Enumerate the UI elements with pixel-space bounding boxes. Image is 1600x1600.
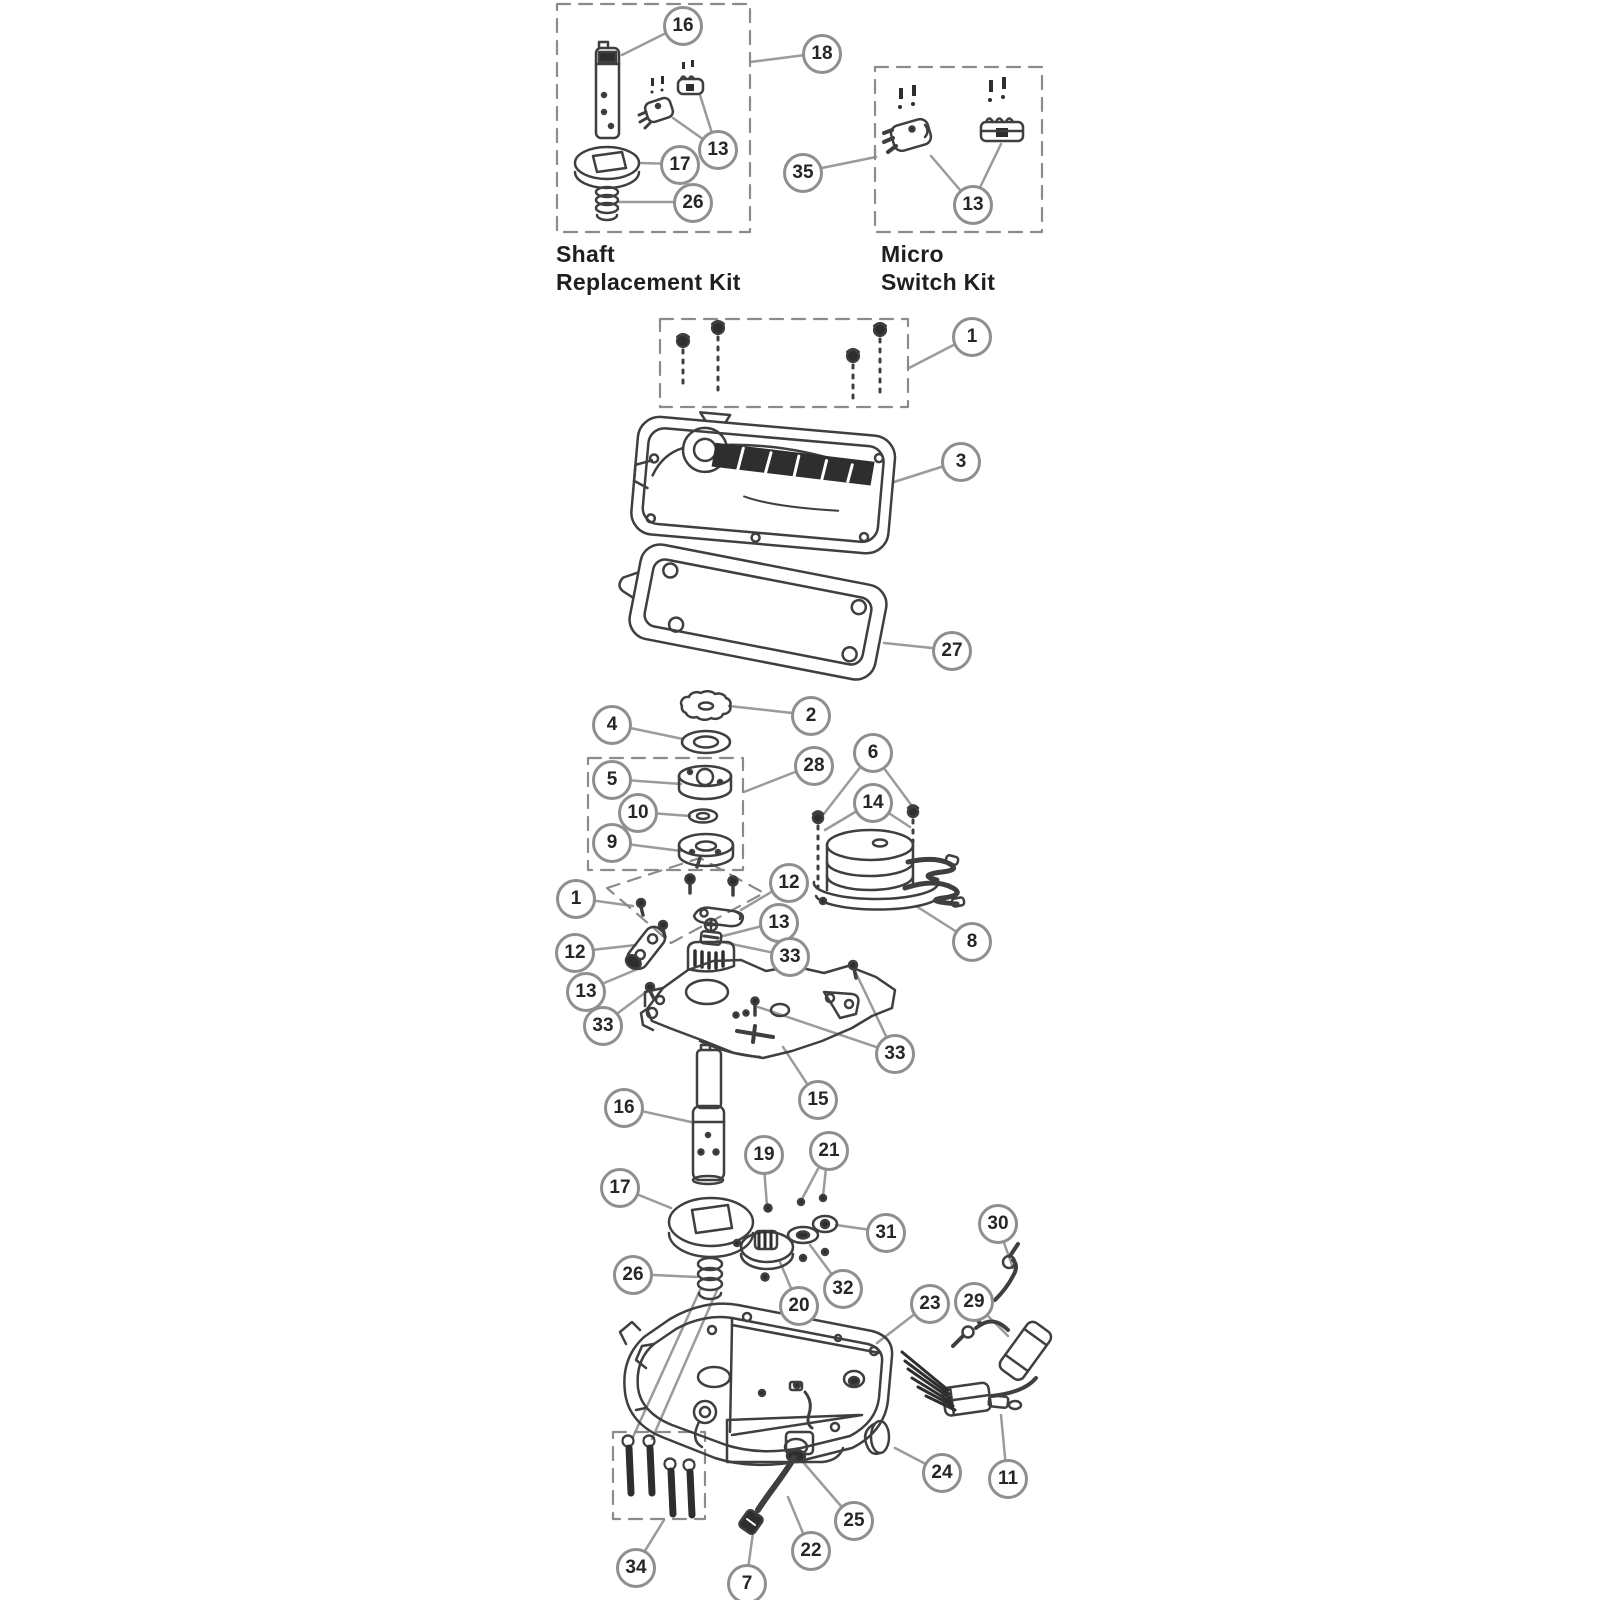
gasket (618, 543, 888, 681)
motor-coil (811, 804, 966, 911)
mounting-bolts (621, 1434, 696, 1519)
callout-33: 33 (770, 937, 810, 977)
callout-11: 11 (988, 1459, 1028, 1499)
micro-kit-box (873, 65, 1044, 234)
bearing-kit-box (586, 756, 745, 872)
shaft-kit-box (555, 2, 752, 234)
callout-12: 12 (769, 863, 809, 903)
screw-set-box (658, 317, 910, 409)
callout-6: 6 (853, 733, 893, 773)
callout-13: 13 (566, 972, 606, 1012)
callout-25: 25 (834, 1501, 874, 1541)
callout-13: 13 (698, 130, 738, 170)
callout-19: 19 (744, 1135, 784, 1175)
callout-22: 22 (791, 1531, 831, 1571)
micro-kit-label: Micro Switch Kit (881, 240, 995, 296)
micro-kit-label-line1: Micro (881, 241, 944, 267)
callout-29: 29 (954, 1282, 994, 1322)
callout-30: 30 (978, 1204, 1018, 1244)
washer (680, 729, 732, 755)
lever-screws-box (605, 856, 766, 945)
callout-21: 21 (809, 1131, 849, 1171)
callout-32: 32 (823, 1269, 863, 1309)
callout-7: 7 (727, 1564, 767, 1600)
side-knob (863, 1419, 891, 1456)
callout-26: 26 (673, 183, 713, 223)
callout-34: 34 (616, 1548, 656, 1588)
callout-31: 31 (866, 1213, 906, 1253)
callout-16: 16 (663, 6, 703, 46)
callout-8: 8 (952, 922, 992, 962)
callout-14: 14 (853, 783, 893, 823)
callout-33: 33 (583, 1006, 623, 1046)
shaft-kit-label-line2: Replacement Kit (556, 269, 741, 295)
callout-17: 17 (660, 145, 700, 185)
micro-kit-parts (882, 77, 1025, 154)
callout-35: 35 (783, 153, 823, 193)
shaft-kit-label-line1: Shaft (556, 241, 615, 267)
base-housing (618, 1302, 894, 1467)
callout-18: 18 (802, 34, 842, 74)
callout-10: 10 (618, 793, 658, 833)
callout-13: 13 (953, 185, 993, 225)
spring (696, 1256, 724, 1301)
callout-2: 2 (791, 696, 831, 736)
power-cable (738, 1455, 797, 1536)
micro-kit-label-line2: Switch Kit (881, 269, 996, 295)
switch-lever-group (624, 873, 745, 1001)
mounting-plate (639, 958, 897, 1060)
callout-17: 17 (600, 1168, 640, 1208)
callout-1: 1 (952, 317, 992, 357)
callout-20: 20 (779, 1286, 819, 1326)
callout-4: 4 (592, 705, 632, 745)
cover (630, 411, 897, 555)
callout-27: 27 (932, 631, 972, 671)
bolt-set-box (611, 1430, 707, 1521)
callout-23: 23 (910, 1284, 950, 1324)
callout-24: 24 (922, 1453, 962, 1493)
callout-26: 26 (613, 1255, 653, 1295)
shaft-kit-label: Shaft Replacement Kit (556, 240, 741, 296)
callout-28: 28 (794, 746, 834, 786)
callout-12: 12 (555, 933, 595, 973)
toggle-switch (900, 1350, 1023, 1417)
callout-1: 1 (556, 879, 596, 919)
callout-5: 5 (592, 760, 632, 800)
callout-3: 3 (941, 442, 981, 482)
bearing-kit-parts (677, 764, 735, 869)
gear-set (667, 1193, 839, 1282)
callout-16: 16 (604, 1088, 644, 1128)
drive-shaft (691, 1043, 726, 1186)
callout-9: 9 (592, 823, 632, 863)
callout-13: 13 (759, 903, 799, 943)
cover-screws (675, 319, 888, 402)
shaft-kit-parts (573, 40, 705, 222)
selector-knob (679, 689, 732, 722)
callout-15: 15 (798, 1080, 838, 1120)
callout-33: 33 (875, 1034, 915, 1074)
